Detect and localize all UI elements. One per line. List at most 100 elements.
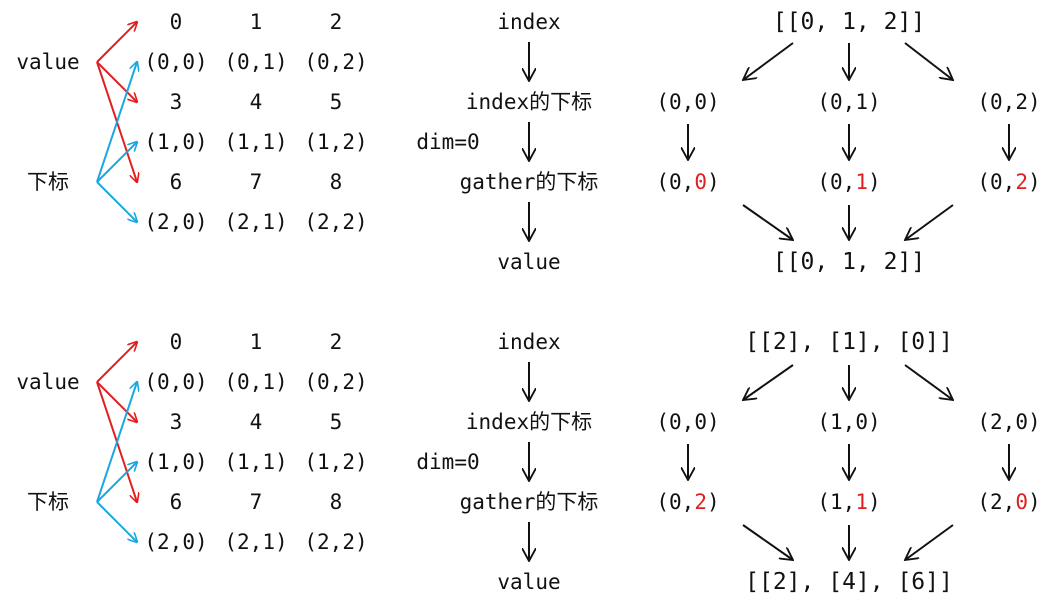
gather-position: (0,2) — [977, 170, 1040, 194]
gather-position: (0,1) — [817, 170, 880, 194]
value-side-label: value — [16, 370, 80, 394]
grid-index: (1,1) — [224, 450, 288, 474]
grid-index: (0,2) — [304, 50, 368, 74]
grid-index: (0,0) — [144, 50, 208, 74]
flow-step-value: value — [497, 250, 561, 274]
flow-step-gather-position: gather的下标 — [459, 170, 599, 194]
gather-position: (0,0) — [656, 170, 719, 194]
gather-position: (2,0) — [977, 490, 1040, 514]
gather-position-prefix: (1, — [817, 490, 856, 514]
grid-value: 3 — [169, 90, 183, 114]
split-arrow — [743, 364, 794, 400]
value-arrow — [96, 381, 137, 422]
index-tensor: [[2], [1], [0]] — [745, 329, 953, 355]
grid-value: 1 — [249, 10, 263, 34]
gather-position-highlight: 1 — [855, 170, 868, 194]
grid-value: 0 — [169, 330, 183, 354]
grid-index: (1,2) — [304, 130, 368, 154]
gather-position-suffix: ) — [1027, 490, 1041, 514]
grid-value: 8 — [329, 490, 343, 514]
index-position: (1,0) — [817, 410, 881, 434]
grid-value: 4 — [249, 410, 263, 434]
grid-index: (2,2) — [304, 530, 368, 554]
grid-value: 3 — [169, 410, 183, 434]
flow-step-index-position: index的下标 — [465, 410, 593, 434]
gather-position-highlight: 1 — [855, 490, 868, 514]
index-position: (0,2) — [977, 90, 1041, 114]
gather-position-prefix: (0, — [977, 170, 1016, 194]
grid-value: 8 — [329, 170, 343, 194]
grid-value: 2 — [329, 10, 343, 34]
flow-step-gather-position: gather的下标 — [459, 490, 599, 514]
split-arrow — [743, 42, 794, 80]
gather-position-highlight: 0 — [1015, 490, 1028, 514]
panel-1-index-arrows — [96, 62, 137, 222]
grid-value: 2 — [329, 330, 343, 354]
index-arrow — [96, 462, 137, 503]
result-tensor: [[0, 1, 2]] — [772, 249, 926, 275]
gather-position-highlight: 2 — [694, 490, 707, 514]
grid-index: (1,2) — [304, 450, 368, 474]
gather-position-suffix: ) — [867, 170, 881, 194]
grid-index: (0,1) — [224, 50, 288, 74]
value-arrow — [96, 22, 137, 63]
gather-position: (0,2) — [656, 490, 719, 514]
grid-value: 6 — [169, 490, 183, 514]
gather-position-suffix: ) — [706, 170, 720, 194]
dim-label: dim=0 — [416, 450, 480, 474]
grid-value: 4 — [249, 90, 263, 114]
grid-index: (2,0) — [144, 210, 208, 234]
grid-index: (0,2) — [304, 370, 368, 394]
gather-position: (1,1) — [817, 490, 880, 514]
gather-position-suffix: ) — [706, 490, 720, 514]
merge-arrow — [742, 524, 793, 560]
index-arrow — [96, 382, 137, 503]
merge-arrow — [742, 204, 793, 240]
gather-position-prefix: (0, — [817, 170, 856, 194]
panel-2-example-arrows — [688, 364, 1009, 560]
grid-index: (1,0) — [144, 450, 208, 474]
index-position: (2,0) — [977, 410, 1041, 434]
grid-value: 7 — [249, 490, 263, 514]
dim-label: dim=0 — [416, 130, 480, 154]
grid-value: 1 — [249, 330, 263, 354]
merge-arrow — [905, 524, 954, 560]
grid-index: (2,0) — [144, 530, 208, 554]
split-arrow — [904, 42, 953, 80]
value-side-label: value — [16, 50, 80, 74]
panel-1-value-arrows — [96, 22, 137, 182]
panel-2-value-arrows — [96, 342, 137, 502]
gather-position-prefix: (0, — [656, 490, 695, 514]
grid-index: (1,0) — [144, 130, 208, 154]
flow-step-index: index — [497, 330, 561, 354]
grid-index: (0,1) — [224, 370, 288, 394]
index-position: (0,0) — [656, 410, 720, 434]
grid-value: 5 — [329, 90, 343, 114]
result-tensor: [[2], [4], [6]] — [745, 569, 953, 595]
index-tensor: [[0, 1, 2]] — [772, 9, 926, 35]
grid-index: (2,1) — [224, 530, 288, 554]
gather-position-suffix: ) — [1027, 170, 1041, 194]
grid-value: 7 — [249, 170, 263, 194]
index-arrow — [96, 62, 137, 183]
index-arrow — [96, 181, 137, 222]
index-position: (0,1) — [817, 90, 881, 114]
panel-1-example-arrows — [688, 42, 1009, 240]
index-position: (0,0) — [656, 90, 720, 114]
index-arrow — [96, 501, 137, 542]
grid-value: 5 — [329, 410, 343, 434]
panel-2-index-arrows — [96, 382, 137, 542]
grid-index: (0,0) — [144, 370, 208, 394]
split-arrow — [904, 364, 953, 400]
flow-step-index-position: index的下标 — [465, 90, 593, 114]
gather-position-highlight: 2 — [1015, 170, 1028, 194]
flow-step-index: index — [497, 10, 561, 34]
grid-value: 0 — [169, 10, 183, 34]
flow-step-value: value — [497, 570, 561, 594]
merge-arrow — [905, 204, 954, 240]
index-side-label: 下标 — [27, 490, 69, 514]
gather-position-prefix: (2, — [977, 490, 1016, 514]
value-arrow — [96, 61, 137, 102]
grid-value: 6 — [169, 170, 183, 194]
